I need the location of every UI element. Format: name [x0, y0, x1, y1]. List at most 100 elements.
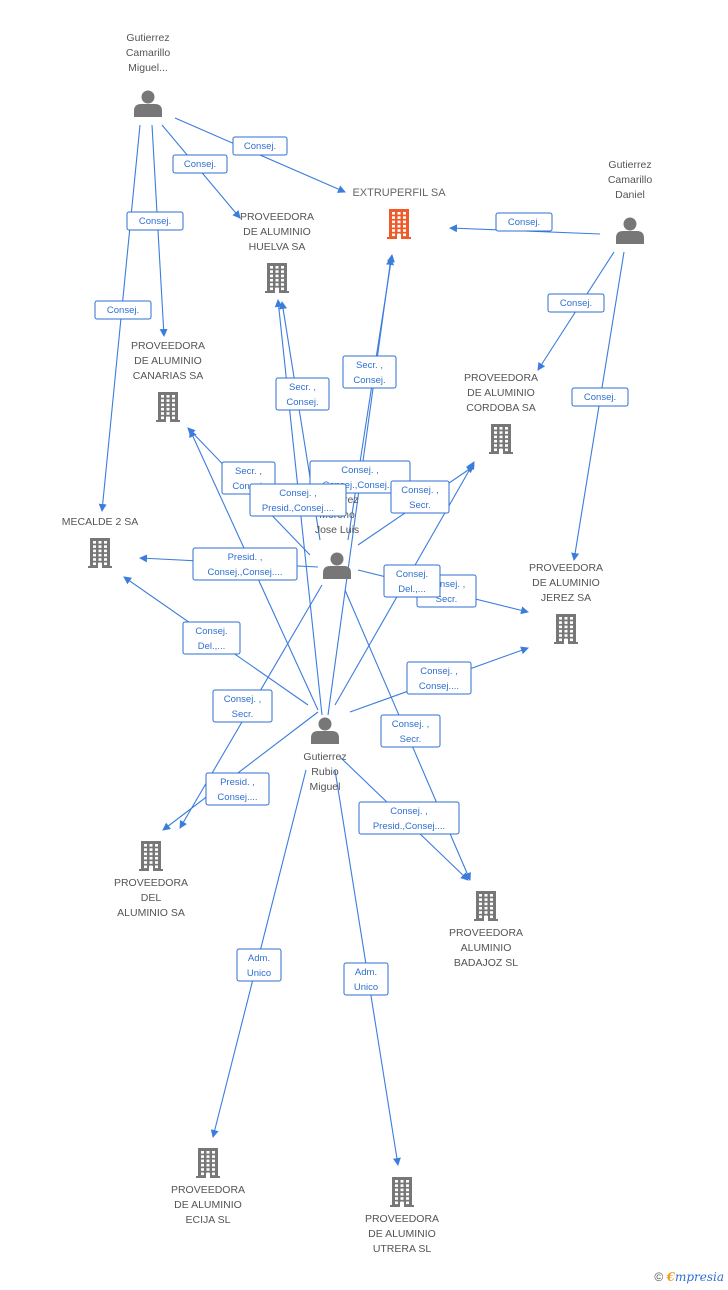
node-label-line: ECIJA SL	[186, 1214, 231, 1226]
relation-label[interactable]: Consej. ,Secr.	[390, 480, 450, 514]
relation-label[interactable]: Consej. ,Presid.,Consej....	[249, 483, 347, 517]
relation-label[interactable]: Consej.	[571, 387, 629, 407]
relation-label[interactable]: Presid. ,Consej.,Consej....	[192, 547, 298, 581]
node-label-line: PROVEEDORA	[529, 562, 603, 574]
relation-text: Presid.,Consej....	[262, 503, 334, 514]
node-label-line: DE ALUMINIO	[467, 387, 535, 399]
relation-box	[495, 212, 553, 232]
relation-text: Del.,...	[198, 641, 225, 652]
node-label-line: Miguel...	[128, 62, 168, 74]
relation-text: Consej.	[195, 626, 227, 637]
relation-text: Secr. ,	[356, 360, 383, 371]
relation-text: Unico	[354, 982, 378, 993]
relation-box	[126, 211, 184, 231]
relation-text: Secr. ,	[235, 466, 262, 477]
company-node-mec[interactable]: MECALDE 2 SA	[62, 516, 138, 568]
node-label-line: HUELVA SA	[249, 241, 306, 253]
relation-text: Presid.,Consej....	[373, 821, 445, 832]
relation-text: Consej.	[584, 392, 616, 403]
copyright-symbol: ©	[654, 1270, 664, 1284]
relation-box	[172, 154, 228, 174]
building-icon	[196, 1148, 220, 1178]
building-icon	[156, 392, 180, 422]
person-icon	[311, 717, 339, 744]
relation-text: Presid. ,	[228, 552, 263, 563]
relation-text: Consej.	[139, 216, 171, 227]
node-label-line: Camarillo	[126, 47, 171, 59]
relation-box	[236, 948, 282, 982]
relation-label[interactable]: Consej. Del.,...	[182, 621, 241, 655]
node-label-line: ALUMINIO SA	[117, 907, 185, 919]
relation-box	[383, 564, 441, 598]
relation-label[interactable]: Presid. ,Consej....	[205, 772, 270, 806]
relation-label[interactable]: Consej.	[232, 136, 288, 156]
relation-text: Consej. ,	[392, 719, 430, 730]
relation-text: Secr.	[232, 709, 254, 720]
node-label-line: ALUMINIO	[461, 942, 512, 954]
relation-label[interactable]: Consej.	[94, 300, 152, 320]
relation-box	[192, 547, 298, 581]
node-label-line: DEL	[141, 892, 162, 904]
relation-text: Consej.	[232, 481, 264, 492]
empresia-logo: €mpresia	[666, 1270, 724, 1284]
relation-text: Consej.	[244, 141, 276, 152]
relation-text: Consej.	[353, 375, 385, 386]
relation-text: Secr.	[400, 734, 422, 745]
relation-label[interactable]: Consej.	[547, 293, 605, 313]
relation-box	[205, 772, 270, 806]
building-icon	[387, 209, 411, 239]
relation-box	[182, 621, 241, 655]
relation-text: Consej. ,	[390, 806, 428, 817]
relation-text: Consej.	[508, 217, 540, 228]
relation-text: Consej.,Consej....	[323, 480, 398, 491]
relation-label[interactable]: Secr. ,Consej.	[275, 377, 330, 411]
relation-box	[343, 962, 389, 996]
node-label-line: EXTRUPERFIL SA	[352, 187, 446, 199]
relation-text: Consej....	[419, 681, 459, 692]
relation-label[interactable]: Consej. , Secr.	[380, 714, 441, 748]
footer-credit[interactable]: © €mpresia	[654, 1270, 724, 1284]
building-icon	[489, 424, 513, 454]
relation-text: Consej. ,	[224, 694, 262, 705]
relation-box	[232, 136, 288, 156]
node-label-line: PROVEEDORA	[171, 1184, 245, 1196]
relation-label[interactable]: Consej.	[126, 211, 184, 231]
relation-text: Consej. ,	[428, 579, 466, 590]
building-icon	[554, 614, 578, 644]
node-label-line: Daniel	[615, 189, 645, 201]
node-label-line: Camarillo	[608, 174, 653, 186]
node-label-line: DE ALUMINIO	[368, 1228, 436, 1240]
relations-layer: Consej.Consej.Consej.Consej.Consej.Conse…	[94, 136, 629, 996]
relation-label[interactable]: Consej.	[495, 212, 553, 232]
company-node-ext[interactable]: EXTRUPERFIL SA	[352, 187, 446, 239]
relation-text: Consej.	[396, 569, 428, 580]
nodes-layer: GutierrezCamarilloMiguel...GutierrezCama…	[62, 32, 653, 1255]
relation-text: Secr. ,	[289, 382, 316, 393]
relation-label[interactable]: Consej. , Secr.	[212, 689, 273, 723]
relation-box	[390, 480, 450, 514]
relation-text: Consej....	[217, 792, 257, 803]
person-node-gcm[interactable]: GutierrezCamarilloMiguel...	[126, 32, 171, 117]
relation-text: Consej. ,	[420, 666, 458, 677]
relation-label[interactable]: Secr. , Consej.	[342, 355, 397, 389]
relation-text: Consej. ,	[401, 485, 439, 496]
building-icon	[390, 1177, 414, 1207]
relation-label[interactable]: Adm.Unico	[236, 948, 282, 982]
node-label-line: PROVEEDORA	[449, 927, 523, 939]
relation-label[interactable]: Adm.Unico	[343, 962, 389, 996]
relation-box	[547, 293, 605, 313]
relation-label[interactable]: Consej.Del.,...	[383, 564, 441, 598]
relation-label[interactable]: Consej. , Presid.,Consej....	[358, 801, 460, 835]
relation-label[interactable]: Consej. , Consej....	[406, 661, 472, 695]
relation-label[interactable]: Consej.	[172, 154, 228, 174]
